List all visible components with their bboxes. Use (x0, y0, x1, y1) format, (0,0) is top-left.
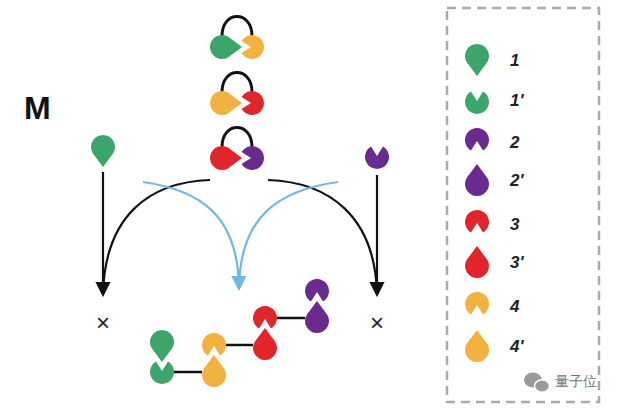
purple-monomer (365, 147, 389, 169)
legend-swatch (460, 80, 494, 120)
reaction-arrows (103, 172, 377, 294)
legend-label: 3 (510, 216, 519, 233)
legend-label: 1' (510, 92, 524, 109)
legend-label: 3' (510, 254, 524, 271)
legend-label: 2' (510, 172, 524, 189)
legend-swatch (460, 160, 494, 200)
blocked-mark: × (370, 311, 384, 335)
legend-label: 4 (510, 298, 519, 315)
blocked-mark: × (96, 311, 110, 335)
watermark-icon (524, 373, 550, 393)
legend-swatch-shape (465, 330, 489, 362)
legend-swatch (460, 242, 494, 282)
legend-frame (447, 8, 599, 402)
legend-swatch-shape (465, 246, 489, 278)
legend-swatch (460, 122, 494, 162)
assembled-chain (150, 279, 329, 387)
bound-pairs (210, 17, 264, 171)
watermark: 量子位 (555, 374, 597, 388)
legend-swatch-shape (465, 44, 489, 76)
legend-label: 4' (510, 338, 524, 355)
legend-swatch-shape (465, 210, 489, 232)
figure-letter: M (24, 92, 51, 124)
legend-swatch (460, 286, 494, 326)
legend-swatch-shape (465, 128, 489, 150)
legend-swatch-shape (465, 92, 489, 114)
legend-swatch (460, 326, 494, 366)
green-monomer (91, 135, 115, 167)
legend-swatch (460, 40, 494, 80)
assembly-arrows (143, 182, 338, 288)
legend-swatch-shape (465, 164, 489, 196)
legend-label: 2 (510, 134, 519, 151)
legend-swatch-shape (465, 292, 489, 314)
legend-swatch (460, 204, 494, 244)
legend-label: 1 (510, 52, 519, 69)
